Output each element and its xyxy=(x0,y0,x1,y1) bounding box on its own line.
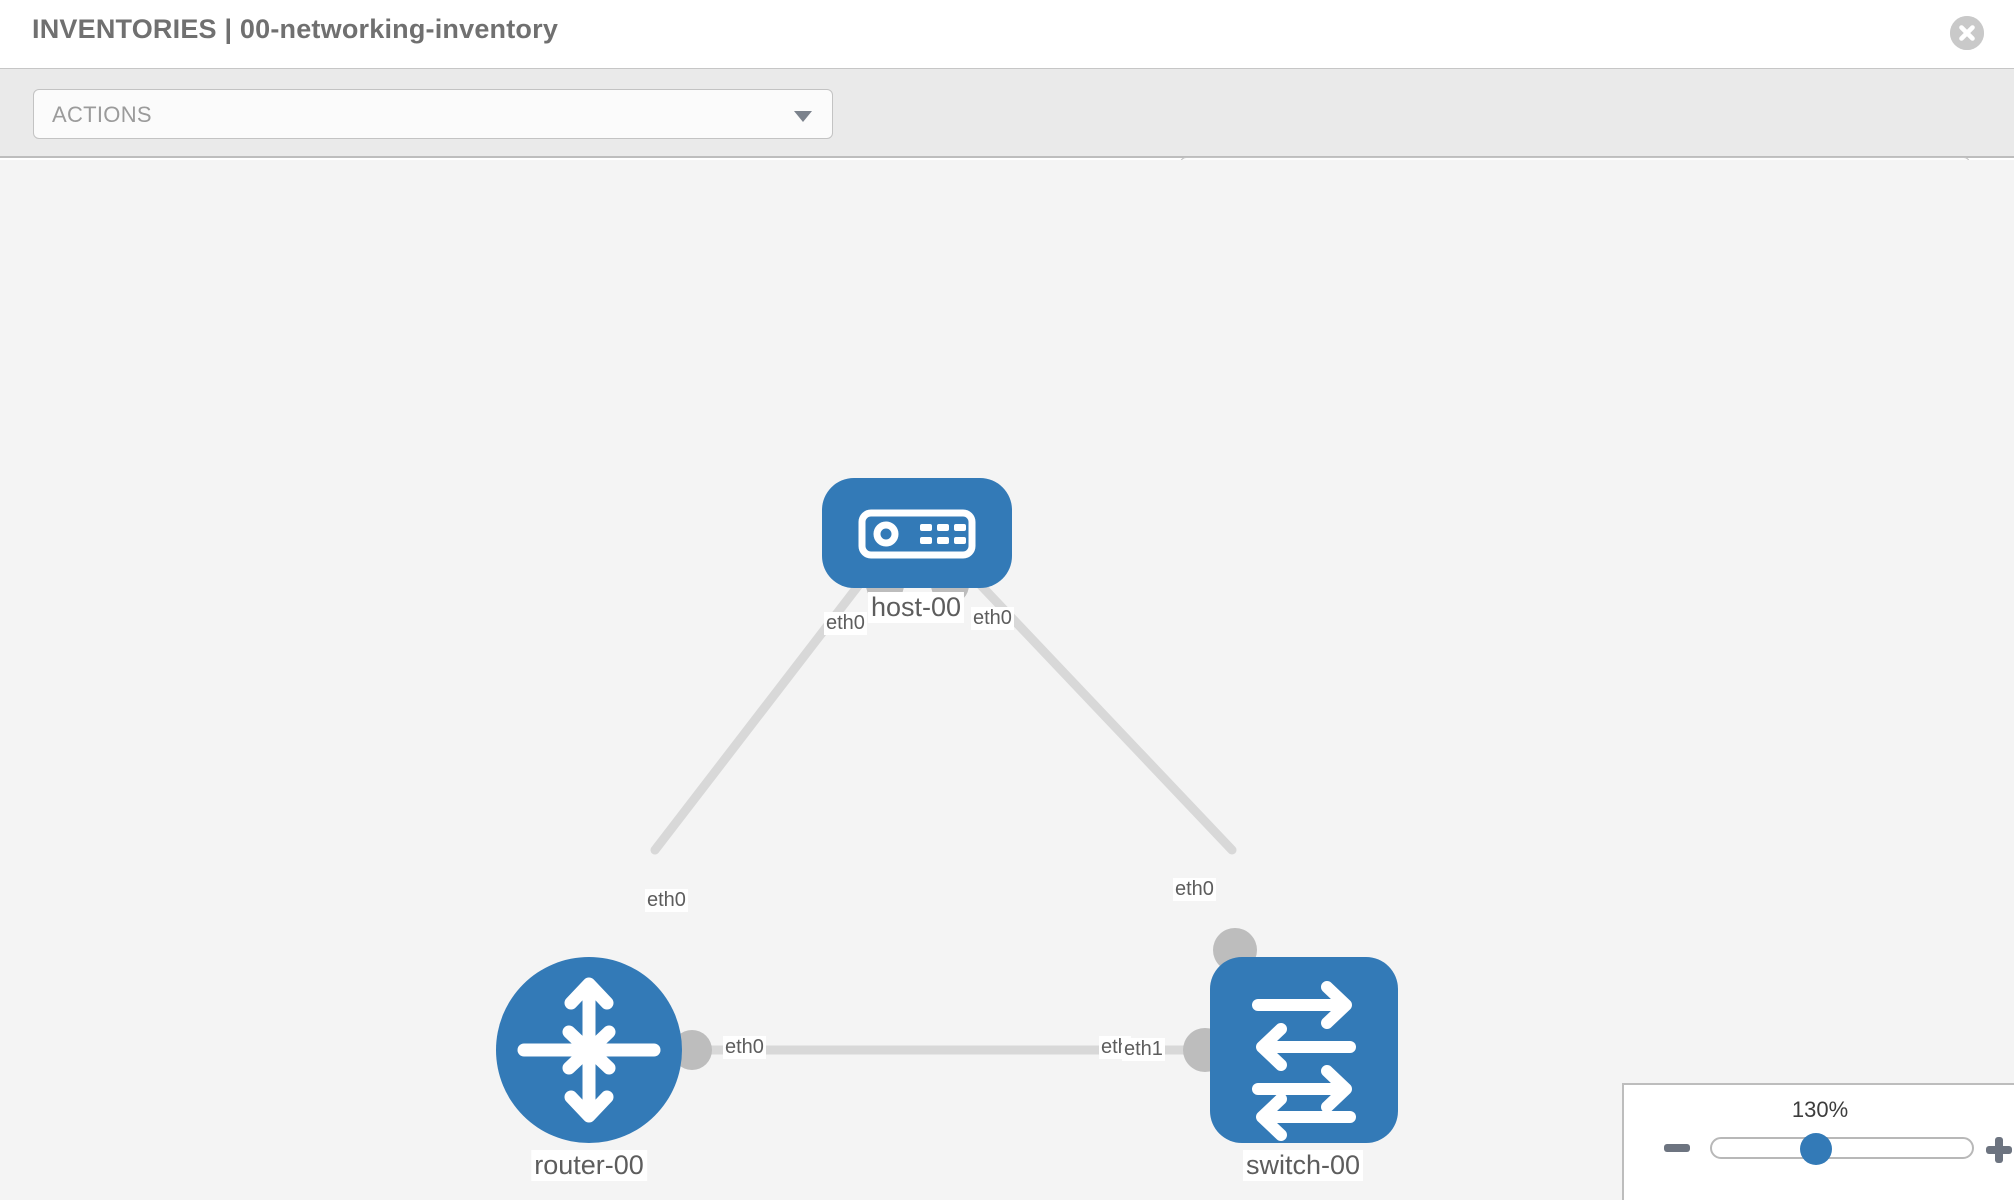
endpoint-router-right xyxy=(672,1030,712,1070)
node-label-router: router-00 xyxy=(531,1150,647,1181)
page-title: INVENTORIES | 00-networking-inventory xyxy=(32,14,559,44)
toolbar: ACTIONS SEARCH xyxy=(0,68,2014,203)
topology-node-router-00[interactable] xyxy=(496,957,682,1143)
server-icon xyxy=(858,509,976,559)
switch-arrows-icon xyxy=(1252,981,1356,1141)
edge-label: eth0 xyxy=(824,612,867,635)
zoom-slider-track[interactable] xyxy=(1710,1137,1974,1159)
edge-label: eth0 xyxy=(645,889,688,912)
edge-label: eth0 xyxy=(971,607,1014,630)
zoom-out-button[interactable] xyxy=(1664,1144,1690,1152)
topology-canvas[interactable]: eth0 eth0 eth0 eth0 eth0 eth eth1 host-0… xyxy=(0,160,2014,1200)
link-host-router xyxy=(650,555,883,855)
actions-dropdown[interactable]: ACTIONS xyxy=(33,89,833,139)
zoom-slider-thumb[interactable] xyxy=(1800,1133,1832,1165)
router-arrows-icon xyxy=(517,977,661,1123)
node-label-host: host-00 xyxy=(867,592,965,623)
topology-links xyxy=(650,553,1237,1055)
zoom-control-panel: 130% xyxy=(1622,1083,2014,1200)
edge-label: eth0 xyxy=(1173,878,1216,901)
edge-label: eth0 xyxy=(723,1036,766,1059)
chevron-down-icon xyxy=(794,111,812,122)
close-icon[interactable] xyxy=(1950,16,1984,50)
topology-endpoints xyxy=(672,566,1257,1072)
actions-dropdown-label: ACTIONS xyxy=(52,102,152,127)
link-host-switch xyxy=(950,553,1237,855)
page-header: INVENTORIES | 00-networking-inventory xyxy=(0,0,2014,68)
topology-graph xyxy=(496,478,1398,1143)
edge-label: eth1 xyxy=(1122,1038,1165,1061)
zoom-in-button[interactable] xyxy=(1986,1137,2012,1163)
topology-node-switch-00[interactable] xyxy=(1210,957,1398,1143)
topology-node-host-00[interactable] xyxy=(822,478,1012,588)
node-label-switch: switch-00 xyxy=(1242,1150,1364,1181)
zoom-percent-label: 130% xyxy=(1791,1097,1849,1122)
